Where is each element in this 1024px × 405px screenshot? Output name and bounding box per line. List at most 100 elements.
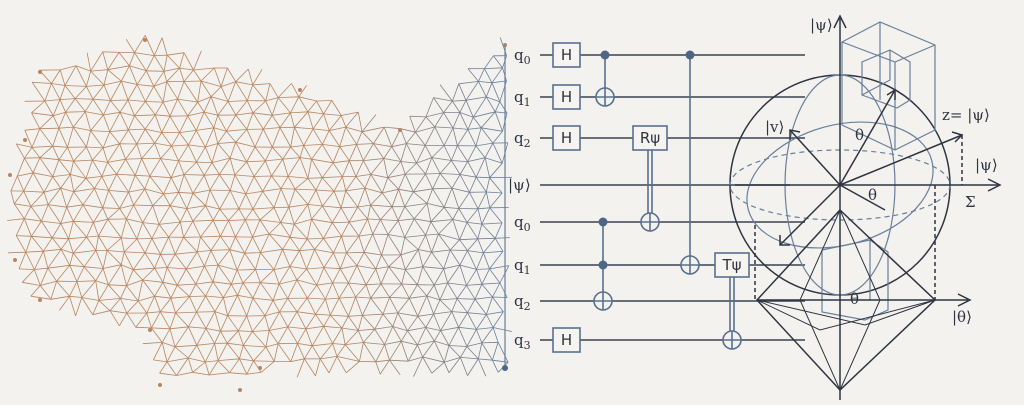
mesh-edge <box>39 157 54 177</box>
mesh-edge <box>389 359 409 362</box>
mesh-edge <box>74 86 87 99</box>
mesh-edge <box>432 173 441 189</box>
mesh-edge <box>95 250 104 269</box>
mesh-edge <box>265 330 270 348</box>
mesh-edge <box>31 147 41 158</box>
mesh-edge <box>95 268 104 282</box>
mesh-edge <box>363 328 376 343</box>
mesh-edge <box>166 253 176 268</box>
mesh-edge <box>417 295 428 317</box>
mesh-edge <box>252 219 261 238</box>
mesh-edge <box>175 296 190 314</box>
mesh-edge <box>161 116 171 133</box>
mesh-edge <box>146 70 165 72</box>
mesh-edge <box>489 268 501 284</box>
mesh-edge <box>481 283 493 298</box>
mesh-edge <box>484 55 494 69</box>
mesh-edge <box>52 176 62 189</box>
mesh-edge <box>242 282 254 299</box>
mesh-edge <box>103 84 111 101</box>
mesh-edge <box>90 130 104 149</box>
mesh-edge <box>255 252 261 270</box>
mesh-edge <box>348 282 356 298</box>
mesh-edge <box>443 249 451 269</box>
mesh-edge <box>86 86 94 100</box>
mesh-edge <box>484 157 490 178</box>
mesh-edge <box>212 281 232 285</box>
mesh-edge <box>154 282 164 297</box>
mesh-edge <box>73 178 87 192</box>
mesh-edge <box>229 249 238 271</box>
mesh-edge <box>451 311 468 314</box>
mesh-edge <box>82 204 94 223</box>
mesh-edge <box>195 265 205 285</box>
mesh-edge <box>120 80 129 101</box>
mesh-edge <box>387 220 399 235</box>
mesh-edge <box>126 285 139 302</box>
mesh-edge <box>30 206 42 222</box>
mesh-edge <box>107 162 118 175</box>
mesh-edge <box>485 177 490 193</box>
mesh-edge <box>188 130 197 146</box>
mesh-edge <box>475 157 486 178</box>
mesh-edge <box>400 249 419 256</box>
mesh-edge <box>322 205 333 223</box>
h-gate-label: H <box>561 88 572 106</box>
mesh-edge <box>245 193 254 210</box>
mesh-edge <box>467 117 474 130</box>
mesh-edge <box>60 238 69 250</box>
mesh-edge <box>204 174 220 176</box>
mesh-edge <box>476 314 487 330</box>
mesh-edge <box>170 177 180 193</box>
mesh-edge <box>204 264 219 267</box>
mesh-edge <box>312 113 324 130</box>
mesh-edge <box>413 203 428 220</box>
mesh-edge <box>481 222 503 225</box>
mesh-edge <box>296 358 305 378</box>
mesh-edge <box>363 143 374 161</box>
mesh-edge <box>413 188 433 193</box>
mesh-edge <box>228 208 240 221</box>
mesh-edge <box>94 188 104 208</box>
mesh-edge <box>73 250 96 254</box>
mesh-edge <box>422 340 435 358</box>
mesh-edge <box>193 69 202 82</box>
mesh-edge <box>110 100 121 113</box>
mesh-edge <box>214 297 224 312</box>
mesh-edge <box>108 174 118 191</box>
mesh-edge <box>370 204 393 208</box>
mesh-edge <box>17 172 34 177</box>
wire-label: q1 <box>514 256 531 277</box>
mesh-edge <box>372 233 382 256</box>
mesh-edge <box>76 266 85 282</box>
mesh-edge <box>44 83 52 102</box>
mesh-edge <box>217 360 230 373</box>
mesh-edge <box>448 327 459 346</box>
mesh-node <box>502 365 508 371</box>
mesh-edge <box>107 143 120 163</box>
mesh-edge <box>407 344 418 362</box>
mesh-edge <box>361 131 374 144</box>
mesh-edge <box>135 174 150 177</box>
mesh-edge <box>243 345 267 348</box>
mesh-edge <box>214 331 221 344</box>
mesh-edge <box>72 126 87 148</box>
mesh-edge <box>452 219 468 223</box>
mesh-edge <box>234 161 247 176</box>
mesh-edge <box>149 158 161 177</box>
mesh-edge <box>142 342 163 345</box>
mesh-edge <box>41 204 49 222</box>
mesh-edge <box>103 264 122 269</box>
mesh-node <box>298 88 302 92</box>
mesh-edge <box>58 128 68 148</box>
mesh-edge <box>345 190 359 208</box>
mesh-edge <box>196 311 207 329</box>
mesh-edge <box>433 284 441 301</box>
mesh-edge <box>160 236 170 255</box>
mesh-edge <box>313 128 330 131</box>
mesh-edge <box>280 176 289 189</box>
mesh-edge <box>128 175 136 193</box>
mesh-edge <box>311 345 321 360</box>
mesh-edge <box>161 342 168 362</box>
mesh-edge <box>253 360 275 362</box>
